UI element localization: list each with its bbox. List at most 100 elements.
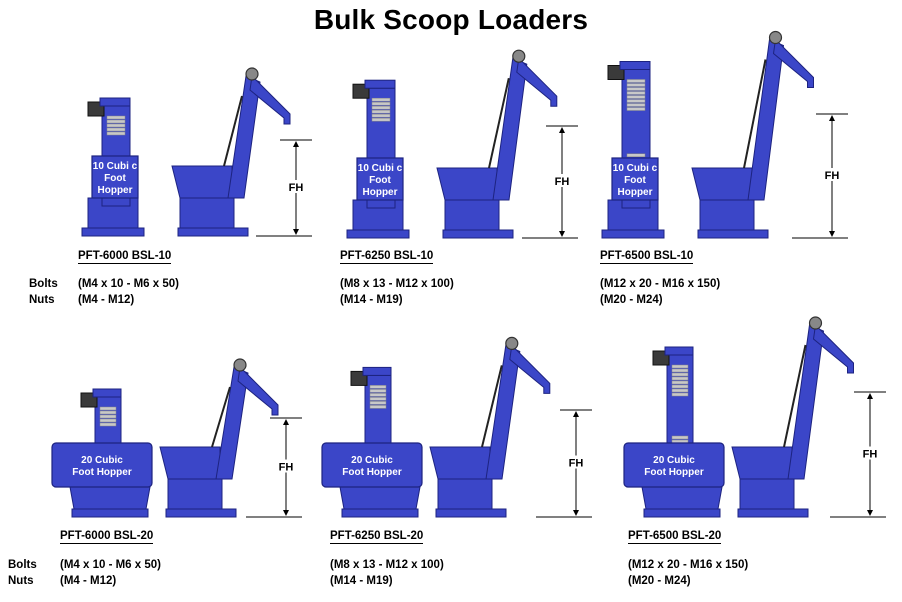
- bolts-spec: (M8 x 13 - M12 x 100): [340, 278, 454, 290]
- front-base: [643, 508, 721, 518]
- hopper-label: Foot Hopper: [342, 467, 402, 478]
- fh-arrow-up: [559, 127, 565, 133]
- fh-arrow-up: [829, 115, 835, 121]
- bolts-spec: (M12 x 20 - M16 x 150): [600, 278, 721, 290]
- fh-label-bg: [287, 180, 305, 193]
- hopper-label: Foot: [369, 175, 391, 186]
- side-arm: [227, 75, 261, 199]
- tower-step: [371, 117, 391, 122]
- model-label: PFT-6250 BSL-20: [330, 530, 424, 544]
- discharge-chute: [516, 57, 558, 107]
- model-label: PFT-6000 BSL-10: [78, 250, 172, 264]
- fh-arrow-down: [559, 231, 565, 237]
- tower-step: [671, 392, 689, 397]
- side-rail: [783, 344, 807, 448]
- tower-step: [99, 418, 117, 423]
- hopper-label: 20 Cubic: [351, 455, 393, 466]
- fh-arrow-down: [867, 510, 873, 516]
- fh-arrow-down: [293, 229, 299, 235]
- pulley: [505, 336, 519, 350]
- fh-arrow-down: [829, 231, 835, 237]
- tower-step: [626, 83, 646, 87]
- side-view: [159, 358, 279, 518]
- fh-arrow-up: [867, 393, 873, 399]
- hopper-label: Hopper: [98, 185, 133, 196]
- tower-step: [626, 87, 646, 91]
- tower-step: [369, 389, 387, 393]
- fh-dimension: FH: [256, 139, 312, 237]
- hopper-label: Hopper: [618, 187, 653, 198]
- hopper-label: Foot Hopper: [72, 467, 132, 478]
- tower-step: [671, 380, 689, 385]
- bolts-spec: (M4 x 10 - M6 x 50): [78, 278, 179, 290]
- hopper: [91, 155, 139, 199]
- tower-step: [106, 131, 126, 136]
- fh-label-bg: [553, 174, 571, 187]
- hopper-label: Hopper: [363, 187, 398, 198]
- side-arm: [747, 38, 785, 201]
- tower-step: [671, 435, 689, 440]
- tower-step: [371, 97, 391, 102]
- hopper-label: Foot: [624, 175, 646, 186]
- tower-step: [626, 153, 646, 157]
- tower-step: [671, 388, 689, 393]
- pulley: [768, 30, 783, 45]
- fh-label: FH: [289, 182, 304, 194]
- discharge-chute: [249, 74, 291, 125]
- tower-step: [369, 385, 387, 389]
- tower-step: [369, 397, 387, 401]
- tower-step: [671, 384, 689, 389]
- tower-step: [671, 368, 689, 373]
- tower-step: [371, 109, 391, 114]
- tower-step: [99, 414, 117, 419]
- fh-label-bg: [567, 455, 585, 469]
- tower-step: [369, 393, 387, 397]
- nuts-spec: (M4 - M12): [78, 294, 135, 306]
- fh-label: FH: [825, 170, 840, 182]
- side-rail: [743, 59, 767, 169]
- tower-step: [371, 101, 391, 106]
- fh-dimension: FH: [792, 113, 848, 239]
- tower-step: [369, 405, 387, 409]
- tower-cap: [362, 366, 392, 376]
- side-body: [739, 478, 795, 510]
- hopper: [51, 442, 153, 488]
- side-base: [737, 508, 809, 518]
- fh-dimension: FH: [246, 417, 302, 518]
- tower-step: [99, 410, 117, 415]
- hopper-label: 20 Cubic: [653, 455, 695, 466]
- hopper-label: Foot: [104, 173, 126, 184]
- model-label: PFT-6250 BSL-10: [340, 250, 434, 264]
- tower-step: [371, 105, 391, 110]
- tower-step: [671, 376, 689, 381]
- bolts-label-row1: Bolts: [29, 278, 58, 290]
- tower-step: [626, 99, 646, 103]
- side-view: [171, 67, 291, 237]
- tower-step: [371, 113, 391, 118]
- side-view: [731, 316, 854, 518]
- front-frame: [641, 486, 723, 510]
- tower-step: [626, 107, 646, 111]
- discharge-chute: [772, 38, 814, 88]
- side-view: [436, 49, 558, 239]
- side-arm: [492, 57, 528, 201]
- fh-arrow-down: [573, 510, 579, 516]
- tower-cap: [99, 97, 131, 107]
- side-view: [691, 30, 814, 239]
- pulley: [512, 49, 526, 63]
- side-rail: [488, 77, 510, 169]
- side-arm: [485, 344, 521, 480]
- nuts-spec: (M14 - M19): [330, 575, 393, 587]
- tower-step: [626, 79, 646, 83]
